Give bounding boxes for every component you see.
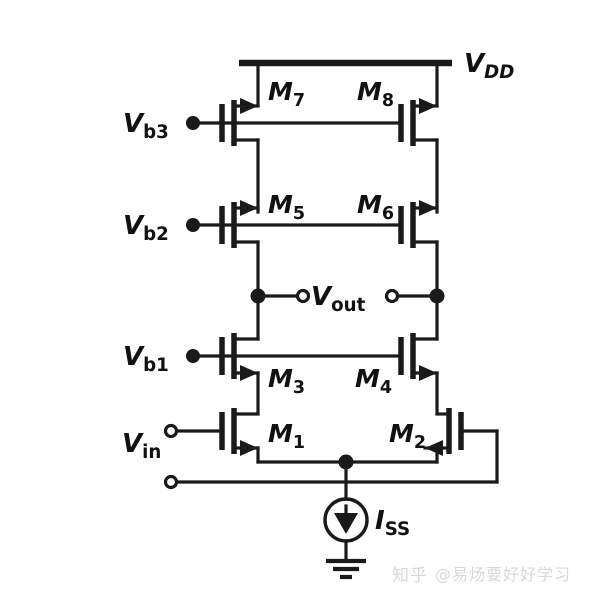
label-m5: M5 (268, 190, 305, 224)
label-m3: M3 (268, 364, 305, 398)
transistor-m3 (191, 294, 260, 414)
transistor-m6 (398, 200, 439, 298)
transistor-m7 (191, 98, 260, 214)
vout-net (250, 288, 445, 304)
transistor-m1 (176, 408, 348, 464)
vb3-label: Vb3 (123, 109, 169, 143)
vb2-terminal (186, 218, 200, 232)
label-m1: M1 (268, 419, 305, 453)
label-m6: M6 (357, 190, 394, 224)
transistor-m4 (398, 294, 439, 414)
vout-terminal-right (384, 288, 400, 304)
vdd-rail (239, 59, 452, 107)
tail-current-source (323, 454, 369, 563)
transistor-m8 (398, 98, 439, 214)
label-m8: M8 (357, 77, 394, 111)
vb1-terminal (186, 349, 200, 363)
vb3-terminal (186, 116, 200, 130)
vin-terminal-positive (163, 423, 179, 439)
label-m2: M2 (389, 419, 426, 453)
vin-terminal-negative (163, 474, 179, 490)
transistor-m5 (191, 200, 260, 298)
vout-terminal-left (295, 288, 311, 304)
iss-label: ISS (375, 506, 410, 540)
label-m7: M7 (268, 77, 305, 111)
transistor-m2 (176, 408, 499, 484)
label-m4: M4 (355, 364, 392, 398)
vb2-label: Vb2 (123, 211, 169, 245)
vout-label: Vout (311, 282, 366, 316)
vb1-label: Vb1 (123, 342, 169, 376)
vin-label: Vin (122, 429, 161, 463)
vin-terminals (163, 423, 179, 490)
ground-symbol (326, 558, 366, 580)
vdd-label: VDD (464, 49, 514, 83)
